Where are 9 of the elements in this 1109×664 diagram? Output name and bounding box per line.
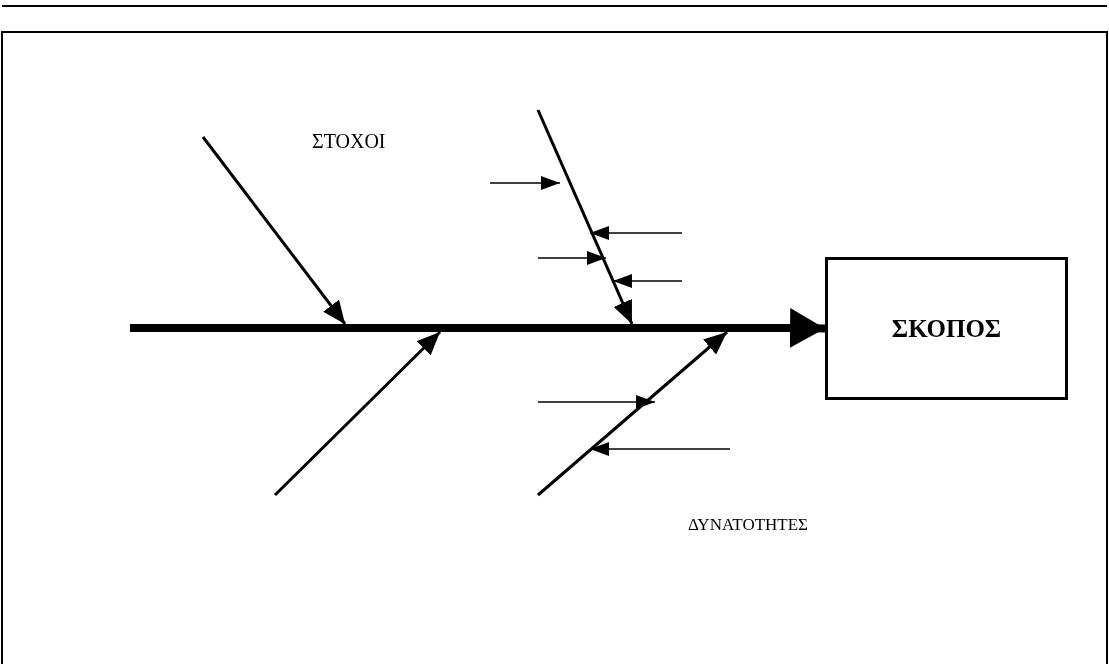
category-label: ΣΤΟΧΟΙ bbox=[312, 130, 386, 153]
goal-text: ΣΚΟΠΟΣ bbox=[891, 314, 1002, 343]
arrow bbox=[789, 308, 826, 348]
arrow bbox=[273, 330, 442, 497]
arrow bbox=[537, 330, 728, 497]
category-label: ΔΥΝΑΤΟΤΗΤΕΣ bbox=[688, 515, 808, 535]
goal-box bbox=[825, 257, 1068, 400]
arrow bbox=[201, 136, 347, 325]
arrow bbox=[536, 109, 634, 325]
